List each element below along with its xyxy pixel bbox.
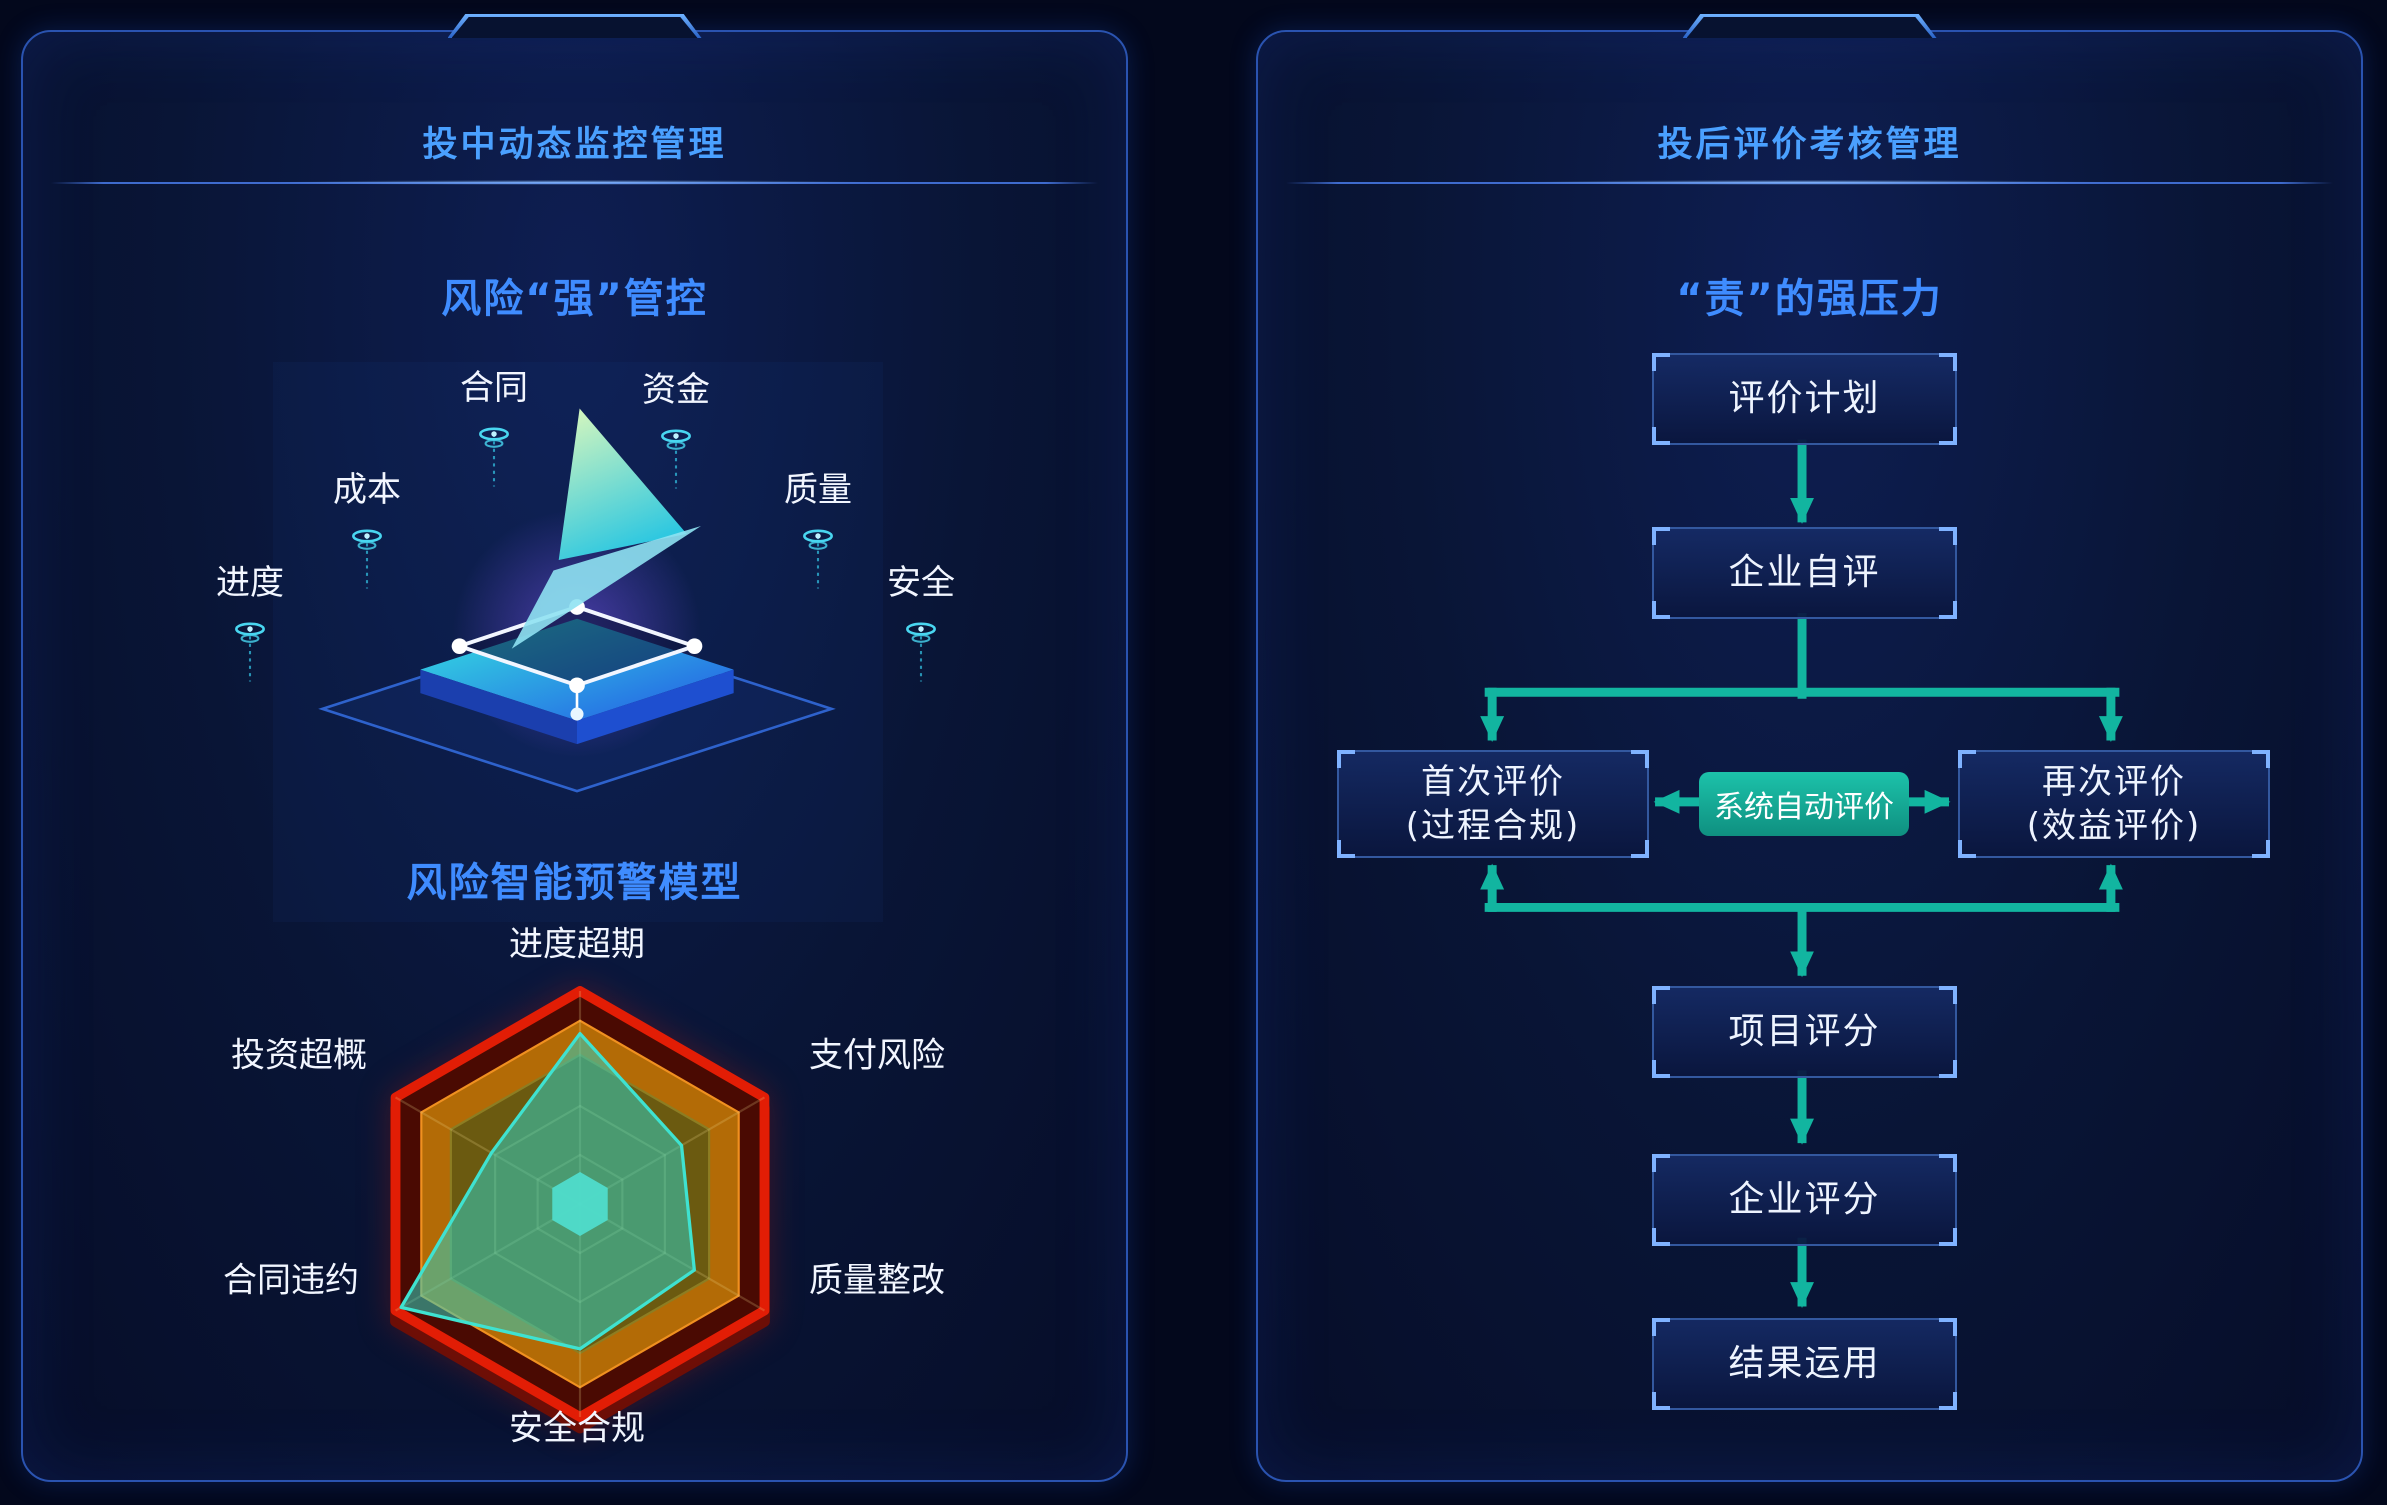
panel-post-investment-evaluation: 投后评价考核管理 “责”的强压力	[1256, 14, 2363, 1482]
monitor-label-quality: 质量	[784, 462, 852, 599]
beacon-icon	[479, 427, 509, 487]
corner-accent	[1939, 601, 1957, 619]
flow-step-enterprise-score: 企业评分	[1652, 1154, 1957, 1246]
monitor-label-funds: 资金	[642, 362, 710, 499]
flow-step-enterprise-self-evaluation: 企业自评	[1652, 527, 1957, 619]
corner-accent	[1958, 750, 1976, 768]
corner-accent	[2252, 750, 2270, 768]
beacon-icon	[661, 429, 691, 489]
flow-step-label: 结果运用	[1728, 1342, 1881, 1384]
risk-radar-chart	[390, 986, 770, 1434]
corner-accent	[1652, 1318, 1670, 1336]
flow-step-label: 系统自动评价	[1714, 790, 1894, 825]
corner-accent	[1939, 1392, 1957, 1410]
title-divider	[1286, 180, 2333, 185]
panel-top-notch	[1682, 14, 1937, 38]
corner-accent	[1652, 1060, 1670, 1078]
right-panel-title: 投后评价考核管理	[1657, 125, 1962, 165]
flow-connectors	[1480, 439, 2123, 1308]
monitor-label-progress: 进度	[216, 555, 284, 692]
monitor-label-text: 进度	[216, 563, 284, 603]
flow-step-project-score: 项目评分	[1652, 986, 1957, 1078]
monitor-label-safety: 安全	[887, 555, 955, 692]
corner-accent	[1337, 750, 1355, 768]
corner-accent	[1939, 1228, 1957, 1246]
corner-accent	[1652, 601, 1670, 619]
monitor-label-cost: 成本	[333, 462, 401, 599]
corner-accent	[1939, 1154, 1957, 1172]
radar-axis-label-contract-breach: 合同违约	[223, 1260, 359, 1301]
corner-accent	[1652, 986, 1670, 1004]
beacon-icon	[906, 622, 936, 682]
beacon-icon	[803, 529, 833, 589]
flow-step-label: 企业自评	[1728, 551, 1881, 593]
beacon-icon	[352, 529, 382, 589]
corner-accent	[1939, 1318, 1957, 1336]
panel-top-notch-inner	[451, 17, 698, 38]
title-divider	[51, 180, 1098, 185]
corner-accent	[1631, 750, 1649, 768]
flow-step-result-application: 结果运用	[1652, 1318, 1957, 1410]
corner-accent	[1939, 1060, 1957, 1078]
monitor-label-text: 成本	[333, 470, 401, 510]
radar-axis-label-progress-overdue: 进度超期	[509, 924, 645, 965]
flow-step-label: 企业评分	[1728, 1178, 1881, 1220]
flow-step-label: 评价计划	[1728, 377, 1881, 419]
corner-accent	[1652, 353, 1670, 371]
corner-accent	[1652, 1392, 1670, 1410]
monitor-label-text: 合同	[460, 368, 528, 408]
radar-axis-label-quality-rectification: 质量整改	[809, 1260, 945, 1301]
corner-accent	[1652, 527, 1670, 545]
corner-accent	[2252, 840, 2270, 858]
corner-accent	[1939, 986, 1957, 1004]
corner-accent	[1939, 353, 1957, 371]
radar-axis-label-payment-risk: 支付风险	[809, 1035, 945, 1076]
corner-accent	[1652, 1154, 1670, 1172]
flow-step-label: 首次评价	[1421, 761, 1565, 802]
corner-accent	[1652, 1228, 1670, 1246]
risk-control-illustration	[318, 408, 836, 793]
panel-in-investment-monitoring: 投中动态监控管理 风险“强”管控	[21, 14, 1128, 1482]
radar-axis-label-investment-overrun: 投资超概	[231, 1035, 367, 1076]
flow-step-system-auto-evaluation: 系统自动评价	[1699, 772, 1909, 836]
monitor-label-text: 安全	[887, 563, 955, 603]
right-panel-subtitle: “责”的强压力	[1676, 276, 1943, 322]
flow-step-sublabel: (效益评价)	[2026, 806, 2202, 846]
left-panel-title: 投中动态监控管理	[422, 125, 727, 165]
radar-model-title: 风险智能预警模型	[406, 860, 743, 906]
corner-accent	[1939, 527, 1957, 545]
corner-accent	[1939, 427, 1957, 445]
flow-step-label: 再次评价	[2042, 761, 2186, 802]
radar-axis-label-safety-compliance: 安全合规	[509, 1408, 645, 1449]
flow-step-label: 项目评分	[1728, 1010, 1881, 1052]
corner-accent	[1958, 840, 1976, 858]
flow-step-evaluation-plan: 评价计划	[1652, 353, 1957, 445]
beacon-icon	[235, 622, 265, 682]
flow-step-first-evaluation: 首次评价 (过程合规)	[1337, 750, 1649, 858]
flow-step-second-evaluation: 再次评价 (效益评价)	[1958, 750, 2270, 858]
monitor-label-text: 质量	[784, 470, 852, 510]
corner-accent	[1631, 840, 1649, 858]
monitor-label-contract: 合同	[460, 360, 528, 497]
monitor-label-text: 资金	[642, 370, 710, 410]
corner-accent	[1337, 840, 1355, 858]
flow-step-sublabel: (过程合规)	[1405, 806, 1581, 846]
corner-accent	[1652, 427, 1670, 445]
panel-top-notch-inner	[1686, 17, 1933, 38]
panel-top-notch	[447, 14, 702, 38]
left-panel-subtitle: 风险“强”管控	[441, 276, 708, 322]
